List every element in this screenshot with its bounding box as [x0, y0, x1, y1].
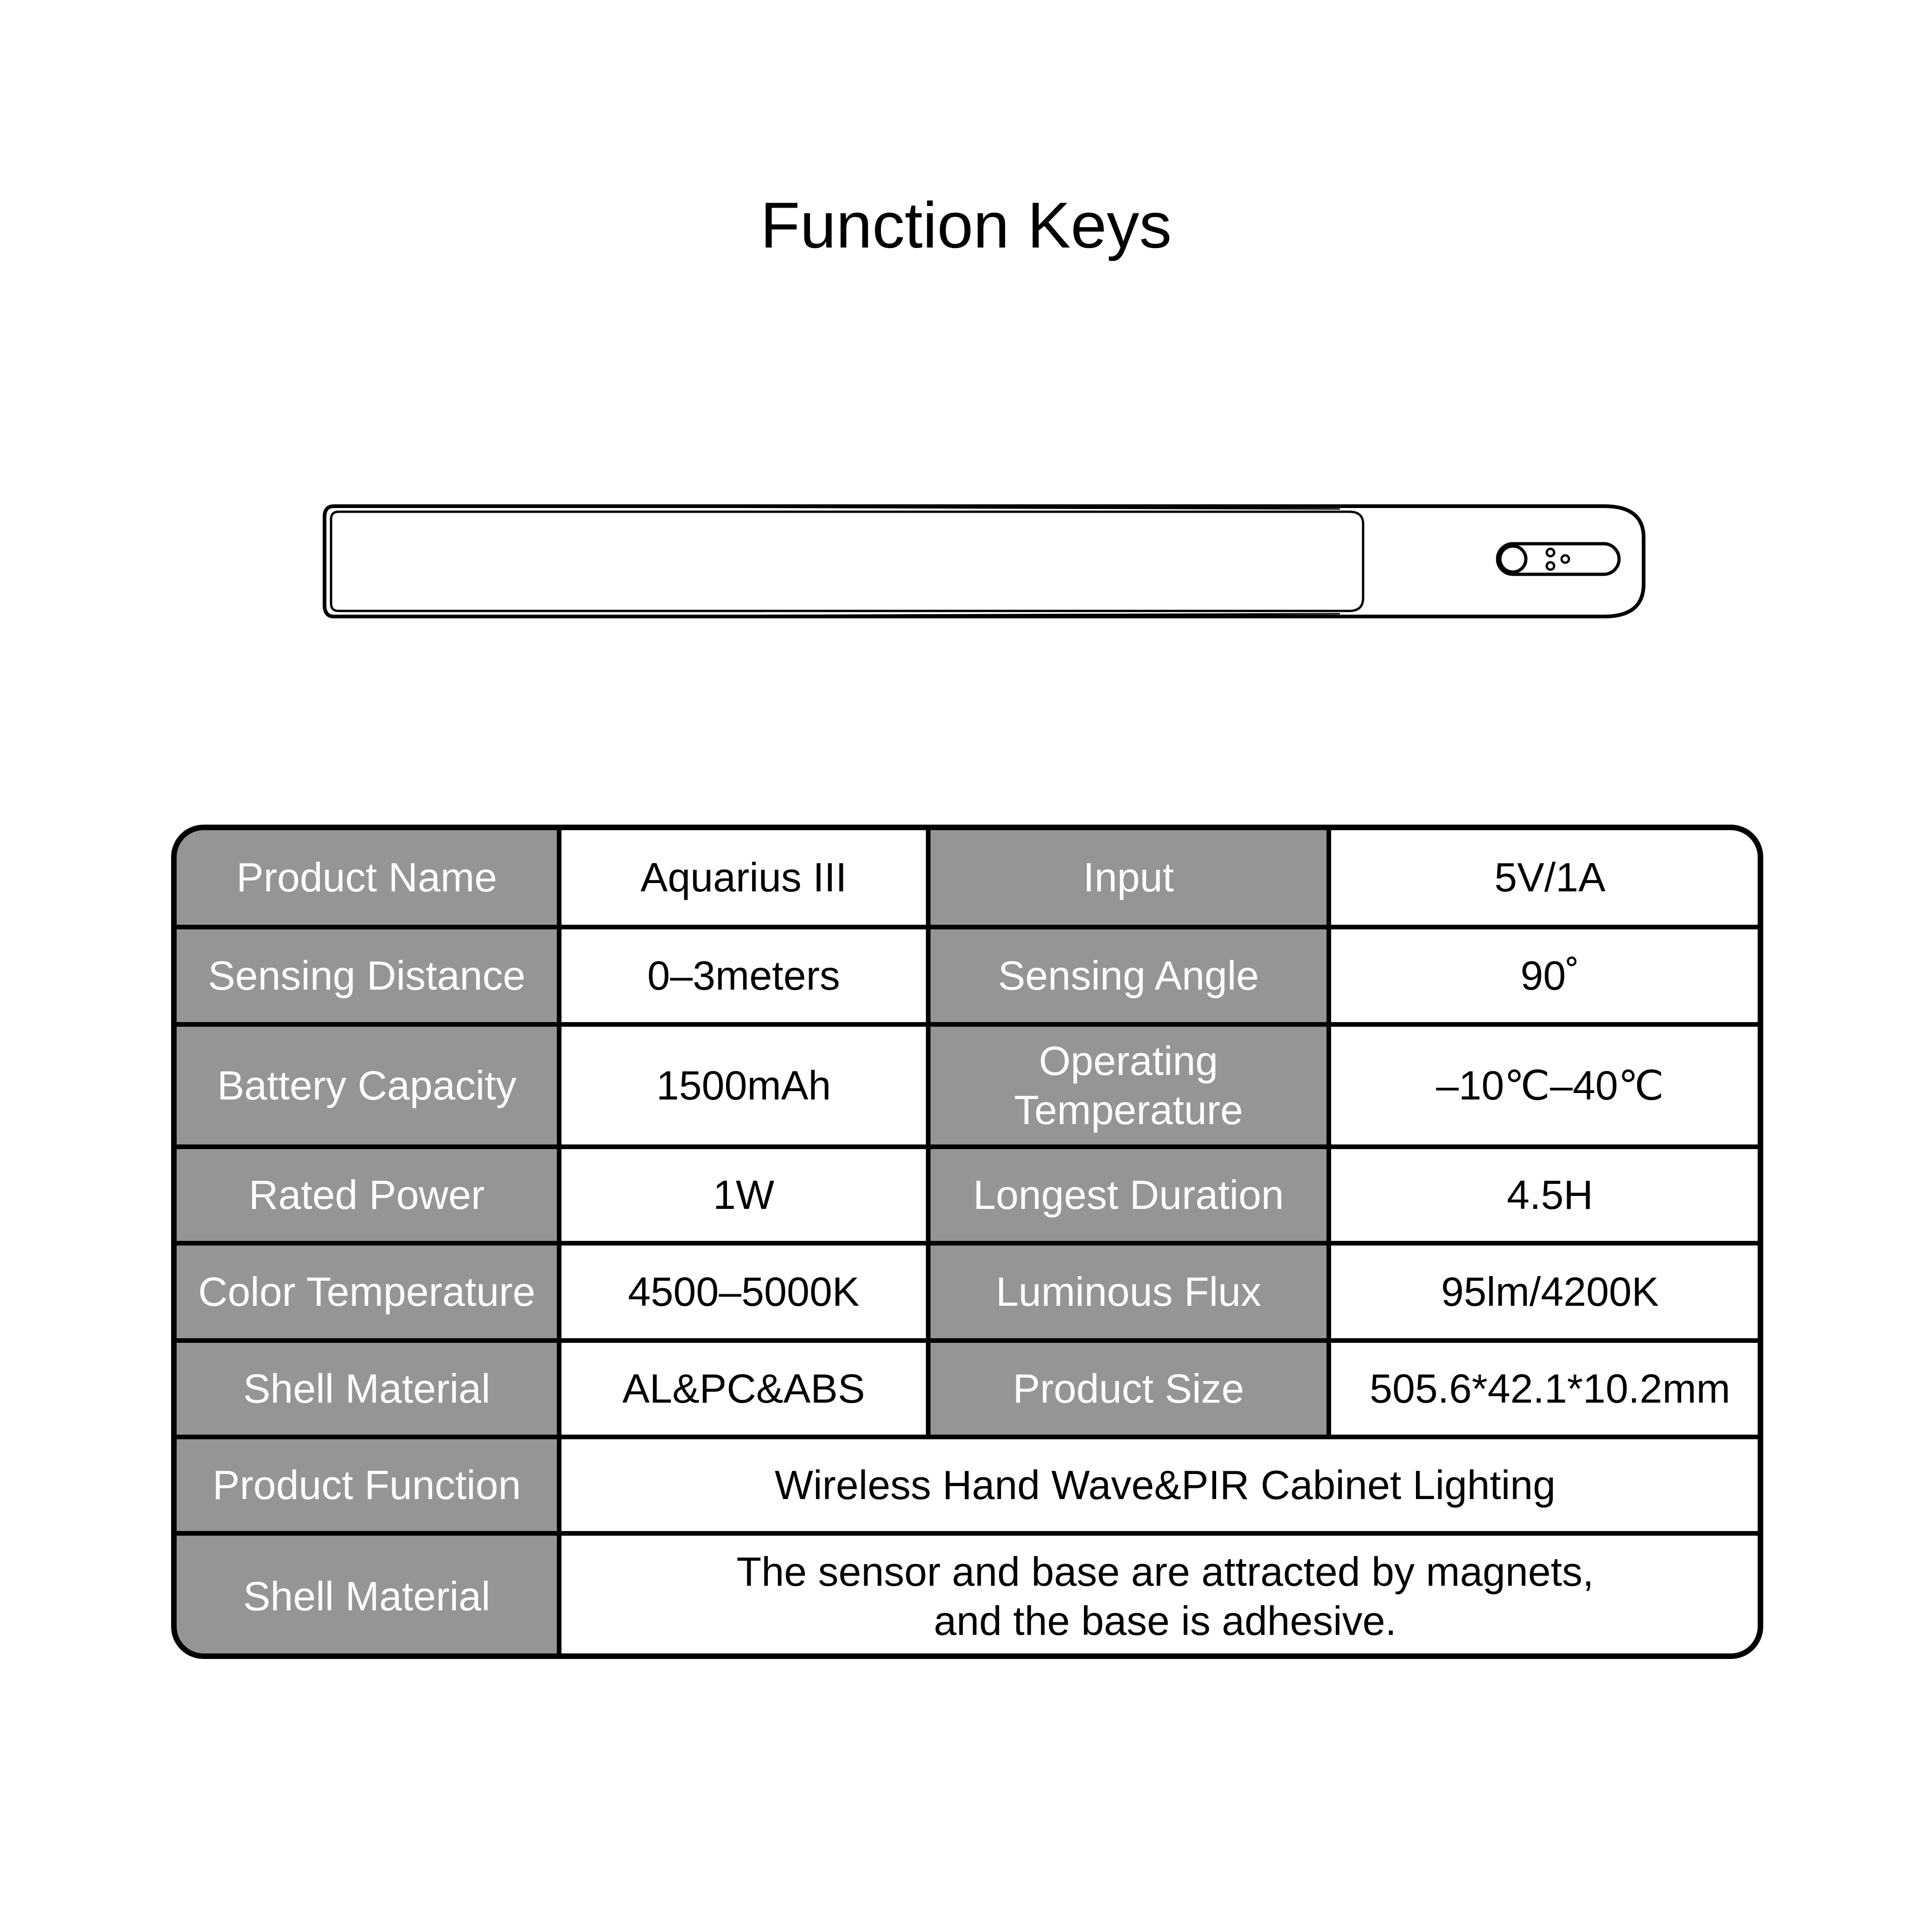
- spec-value: 95lm/4200K: [1331, 1246, 1758, 1338]
- sensor-window-icon: [1496, 542, 1621, 576]
- light-bar-illustration: [323, 504, 1645, 618]
- spec-value: The sensor and base are attracted by mag…: [561, 1536, 1758, 1653]
- spec-label: Longest Duration: [931, 1149, 1326, 1241]
- spec-table: Product Name Aquarius III Input 5V/1A Se…: [171, 825, 1763, 1659]
- spec-label: Product Function: [177, 1439, 557, 1531]
- spec-value: 1W: [561, 1149, 926, 1241]
- spec-value: 4500–5000K: [561, 1246, 926, 1338]
- spec-label: Product Name: [177, 830, 557, 925]
- spec-value: 0–3meters: [561, 929, 926, 1022]
- spec-value: 4.5H: [1331, 1149, 1758, 1241]
- page-title: Function Keys: [760, 189, 1172, 261]
- spec-label: Shell Material: [177, 1343, 557, 1435]
- spec-label: Luminous Flux: [931, 1246, 1326, 1338]
- spec-label: Shell Material: [177, 1536, 557, 1653]
- spec-label: Product Size: [931, 1343, 1326, 1435]
- spec-value: Aquarius III: [561, 830, 926, 925]
- spec-value: 5V/1A: [1331, 830, 1758, 925]
- spec-value: 505.6*42.1*10.2mm: [1331, 1343, 1758, 1435]
- spec-value: AL&PC&ABS: [561, 1343, 926, 1435]
- spec-label: Battery Capacity: [177, 1027, 557, 1144]
- spec-value: 1500mAh: [561, 1027, 926, 1144]
- spec-label: Rated Power: [177, 1149, 557, 1241]
- spec-label: Sensing Distance: [177, 929, 557, 1022]
- spec-label: Color Temperature: [177, 1246, 557, 1338]
- spec-value: –10℃–40℃: [1331, 1027, 1758, 1144]
- spec-value: 90˚: [1331, 929, 1758, 1022]
- spec-label: Input: [931, 830, 1326, 925]
- spec-label: Sensing Angle: [931, 929, 1326, 1022]
- spec-label: Operating Temperature: [931, 1027, 1326, 1144]
- spec-value: Wireless Hand Wave&PIR Cabinet Lighting: [561, 1439, 1758, 1531]
